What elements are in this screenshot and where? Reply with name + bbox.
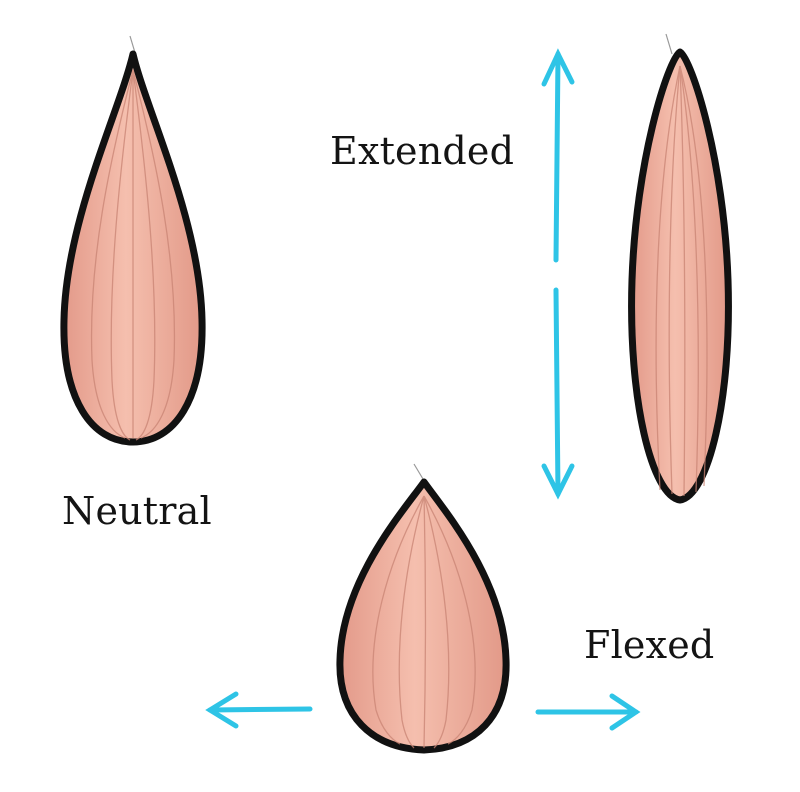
flexed-muscle [336,463,510,754]
right-arrow [535,693,641,731]
left-arrow [205,691,313,729]
flexed-label: Flexed [584,623,715,667]
vertical-double-arrow [541,48,575,500]
extended-muscle [628,33,732,504]
neutral-label: Neutral [62,489,212,533]
extended-label: Extended [330,129,515,173]
neutral-muscle [60,35,206,446]
